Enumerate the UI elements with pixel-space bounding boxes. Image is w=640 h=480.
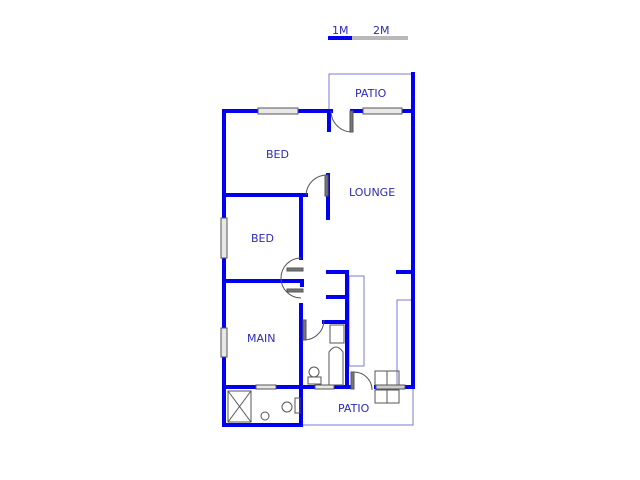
shower-icon <box>227 390 252 423</box>
scale-label-1m: 1M <box>332 24 349 37</box>
basin-2-icon <box>260 411 270 421</box>
bath-icon <box>328 346 344 386</box>
label-bed-2: BED <box>251 232 274 245</box>
scale-bar: 1M 2M <box>328 24 408 40</box>
basin-icon <box>329 324 345 344</box>
toilet-icon <box>308 366 320 378</box>
label-patio-bottom: PATIO <box>338 402 370 415</box>
doors <box>280 110 373 391</box>
scale-label-2m: 2M <box>373 24 390 37</box>
label-bed-1: BED <box>266 148 289 161</box>
label-patio-top: PATIO <box>355 87 387 100</box>
toilet-2-icon <box>281 401 293 413</box>
windows <box>220 107 403 390</box>
fixtures <box>227 324 406 423</box>
label-lounge: LOUNGE <box>349 186 395 199</box>
walls <box>222 72 415 427</box>
label-main: MAIN <box>247 332 276 345</box>
room-labels: PATIO BED LOUNGE BED MAIN PATIO <box>247 87 395 415</box>
